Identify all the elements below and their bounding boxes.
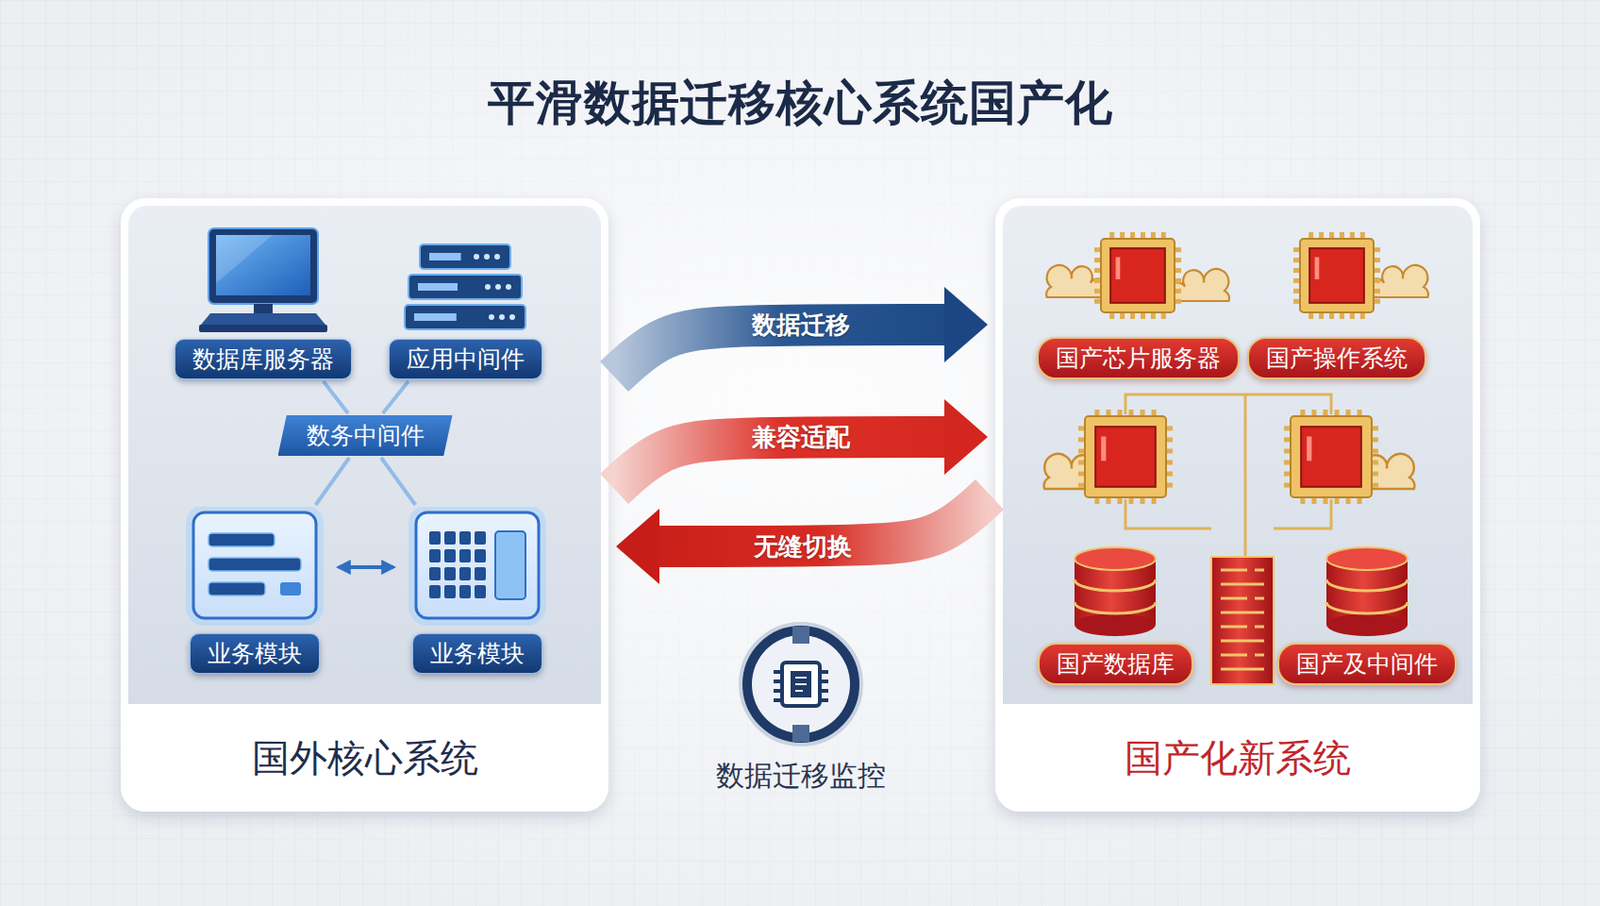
- auspicious-cloud: [1167, 268, 1230, 301]
- component-icon: [1275, 545, 1459, 637]
- chip-icon: [1293, 232, 1381, 319]
- arrow-head: [944, 399, 988, 475]
- connector: [614, 399, 988, 489]
- component-label: 数据库服务器: [174, 338, 352, 380]
- system-panel: 国外核心系统 数据库服务器应用中间件数务中间件业务模块 业务模块: [120, 198, 609, 812]
- component-icon: [1233, 224, 1441, 332]
- component-box: 国产芯片服务器: [1033, 224, 1242, 380]
- component-label: 业务模块: [189, 633, 320, 674]
- link-line: [383, 381, 409, 414]
- label-row: 国产及中间件: [1275, 642, 1459, 685]
- component-label: 数务中间件: [278, 415, 453, 456]
- label-row: 业务模块: [397, 633, 558, 674]
- label-row: 应用中间件: [381, 338, 550, 380]
- component-box: 业务模块: [174, 506, 335, 674]
- monitor-label: 数据迁移监控: [716, 756, 886, 796]
- chip-icon: [1094, 232, 1182, 319]
- panel-caption: 国产化新系统: [995, 703, 1481, 812]
- component-box: 数务中间件: [272, 415, 458, 456]
- component-box: 应用中间件: [381, 240, 550, 380]
- component-box: 业务模块: [397, 506, 558, 674]
- arrow-head: [944, 286, 988, 363]
- component-label: 国产芯片服务器: [1036, 336, 1240, 380]
- component-icon: [174, 506, 335, 628]
- chip-icon: [1078, 409, 1173, 504]
- component-label: 国产数据库: [1037, 642, 1194, 685]
- connector: [616, 494, 990, 584]
- component-icon: [172, 226, 354, 334]
- chip-decoration: [1044, 394, 1416, 684]
- diagram-title: 平滑数据迁移核心系统国产化: [0, 71, 1600, 135]
- component-icon: [1030, 545, 1200, 637]
- connector: [316, 457, 350, 505]
- component-box: 数据库服务器: [172, 226, 354, 380]
- arrow-label: 数据迁移: [748, 308, 854, 342]
- monitor-icon: [740, 623, 862, 745]
- system-panel: 国产化新系统 国产芯片服务器国产操作系统国产数据库 国产及中间件: [995, 198, 1481, 812]
- label-row: 国产数据库: [1030, 642, 1200, 685]
- link-line: [316, 457, 350, 505]
- arrow-label: 兼容适配: [748, 420, 854, 454]
- component-box: 国产数据库: [1030, 545, 1200, 685]
- connector: [338, 566, 394, 568]
- label-row: 国产芯片服务器: [1033, 336, 1242, 380]
- component-icon: [381, 240, 550, 334]
- connector: [614, 286, 988, 377]
- label-row: 业务模块: [174, 633, 335, 674]
- link-line: [381, 457, 416, 505]
- auspicious-cloud: [1366, 265, 1429, 298]
- arrow-head: [616, 508, 660, 584]
- connector: [383, 381, 409, 414]
- component-icon: [1033, 224, 1242, 332]
- component-icon: [397, 506, 558, 628]
- chip-icon: [1283, 409, 1379, 504]
- component-box: 国产操作系统: [1233, 224, 1441, 380]
- component-label: 国产及中间件: [1277, 642, 1457, 685]
- double-arrow: [338, 565, 394, 569]
- panel-caption: 国外核心系统: [120, 703, 609, 812]
- component-label: 业务模块: [412, 633, 543, 674]
- label-row: 数据库服务器: [172, 338, 354, 380]
- arrow-label: 无缝切换: [750, 530, 856, 564]
- label-row: 数务中间件: [272, 415, 458, 456]
- component-label: 应用中间件: [388, 338, 543, 380]
- label-row: 国产操作系统: [1233, 336, 1441, 380]
- link-line: [323, 381, 349, 414]
- component-box: 国产及中间件: [1275, 545, 1459, 685]
- auspicious-cloud: [1046, 265, 1108, 298]
- component-label: 国产操作系统: [1247, 336, 1427, 380]
- connector: [323, 381, 349, 414]
- connector: [381, 457, 416, 505]
